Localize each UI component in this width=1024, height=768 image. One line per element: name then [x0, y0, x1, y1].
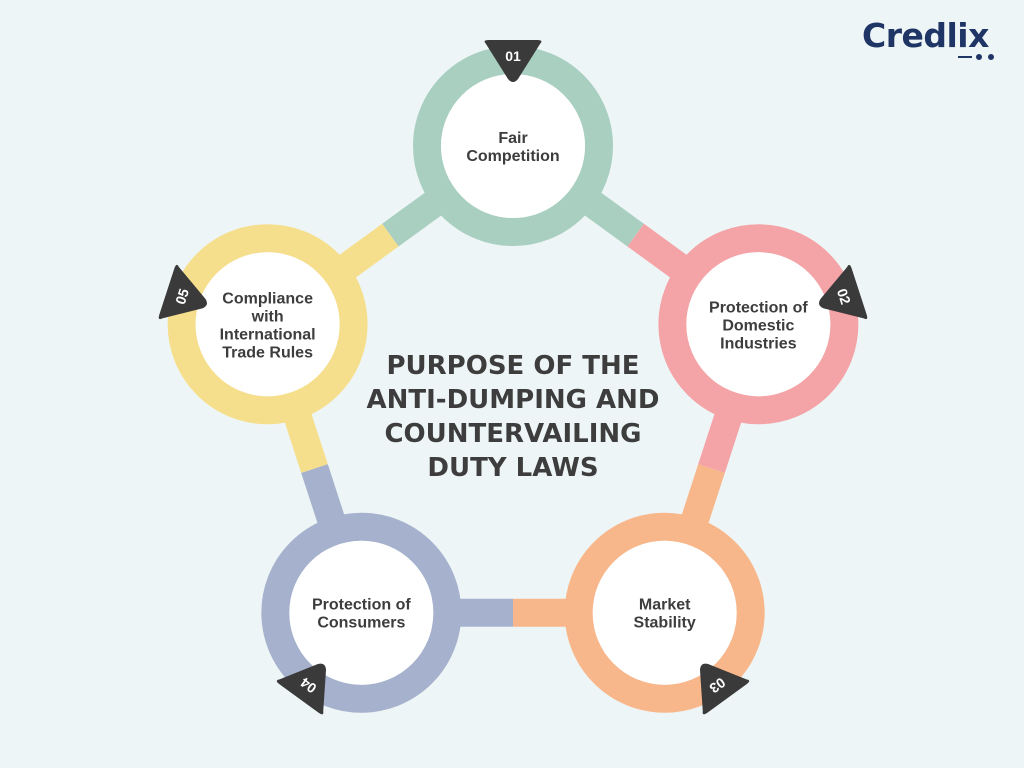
- badge-number: 02: [834, 287, 854, 307]
- ring-03: [564, 512, 765, 713]
- badge-03: 03: [699, 663, 750, 715]
- badge-number: 01: [505, 48, 521, 64]
- badge-shape: [276, 663, 327, 715]
- center-title-line-1: PURPOSE OF THE: [386, 351, 639, 381]
- badge-shape: [819, 264, 868, 320]
- node-label-line: Consumers: [317, 615, 405, 632]
- ring-05: [167, 224, 368, 425]
- node-disc: [195, 252, 340, 397]
- ring-02: [658, 224, 859, 425]
- node-label-line: Competition: [466, 148, 559, 165]
- center-title-line-2: ANTI-DUMPING AND: [367, 385, 660, 415]
- badge-shape: [158, 264, 207, 320]
- badge-02: 02: [819, 264, 868, 320]
- node-disc: [441, 74, 585, 218]
- badge-shape: [699, 663, 750, 715]
- node-label-line: International: [220, 326, 316, 343]
- node-label-line: Industries: [720, 335, 797, 352]
- center-title-line-3: COUNTERVAILING: [384, 419, 641, 449]
- node-label-line: Fair: [498, 130, 527, 147]
- badge-04: 04: [276, 663, 327, 715]
- logo-cart-dots-icon: [958, 54, 998, 60]
- node-label-line: Protection of: [312, 597, 411, 614]
- node-label-line: Domestic: [722, 317, 794, 334]
- credlix-logo: Credlix: [862, 16, 994, 60]
- node-disc: [289, 540, 434, 685]
- node-label-line: Compliance: [222, 290, 313, 307]
- node-disc: [686, 252, 831, 397]
- logo-wordmark: redlix: [885, 16, 990, 55]
- node-label-line: with: [251, 308, 284, 325]
- badge-shape: [484, 40, 542, 82]
- badge-number: 05: [172, 286, 192, 306]
- center-title-line-4: DUTY LAWS: [427, 453, 598, 483]
- node-disc: [592, 540, 737, 685]
- node-label-line: Trade Rules: [222, 344, 313, 361]
- badge-05: 05: [158, 264, 207, 320]
- center-title: PURPOSE OF THE ANTI-DUMPING AND COUNTERV…: [367, 351, 660, 483]
- logo-mark: C: [862, 16, 886, 55]
- ring-04: [261, 512, 462, 713]
- node-label-line: Protection of: [709, 299, 808, 316]
- badge-01: 01: [484, 40, 542, 82]
- node-label-line: Market: [639, 597, 691, 614]
- node-label-line: Stability: [634, 615, 696, 632]
